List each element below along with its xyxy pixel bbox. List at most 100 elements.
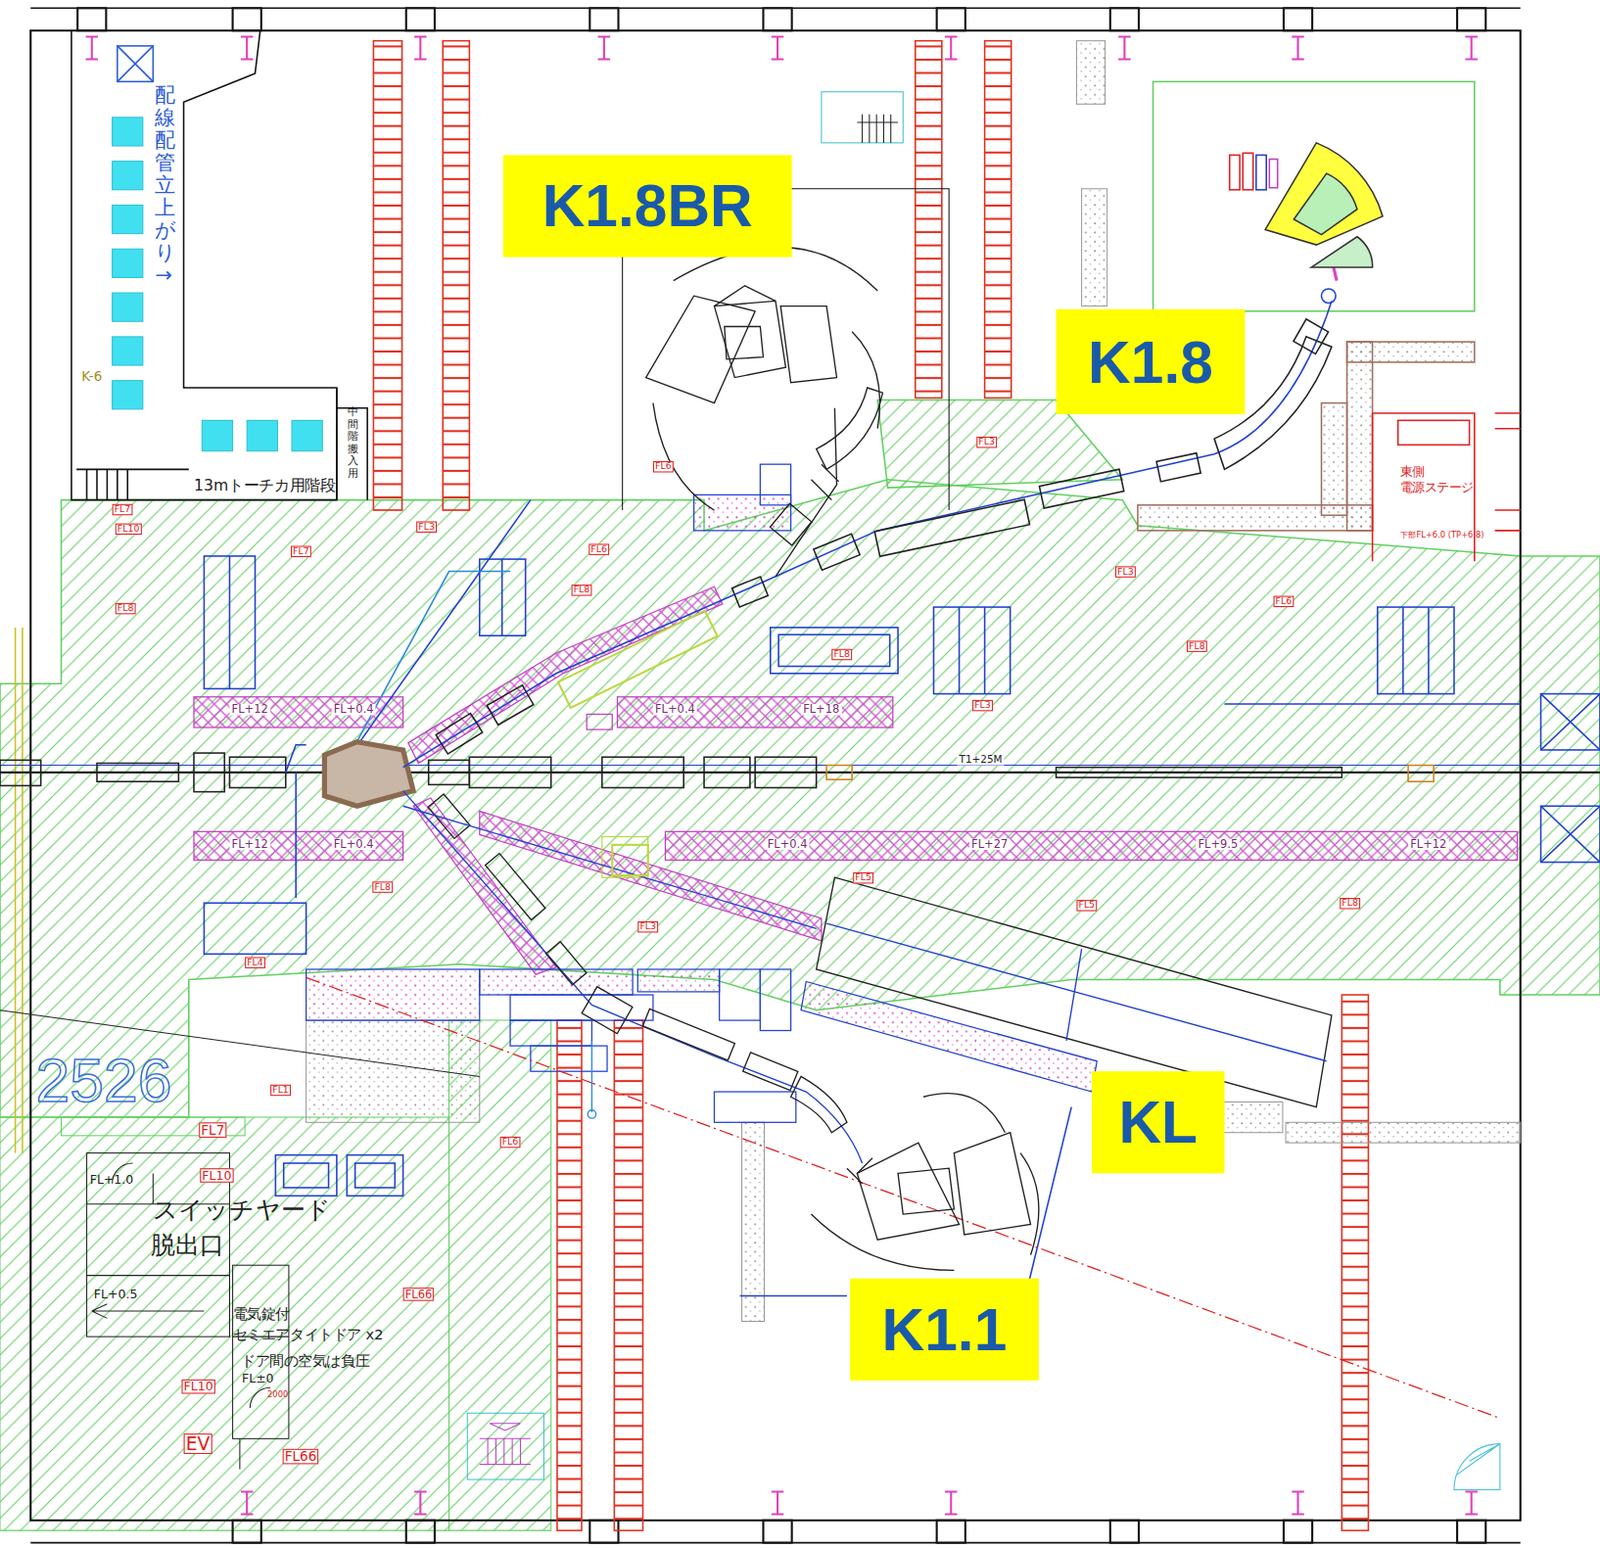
shield-block xyxy=(759,464,791,506)
shield-level: FL+27 xyxy=(969,839,1010,850)
shield-wall xyxy=(479,810,822,941)
blue-frame xyxy=(1403,607,1429,695)
floor-level-tag: FL3 xyxy=(972,700,993,711)
shield-wall xyxy=(408,586,723,763)
stair-symbol xyxy=(479,1423,531,1465)
room-outline xyxy=(71,30,337,500)
cable-shaft xyxy=(112,117,324,452)
k11-beamline xyxy=(581,987,633,1035)
kl-beamline xyxy=(403,805,817,929)
beamline xyxy=(1056,767,1343,778)
floor-level-tag: FL3 xyxy=(637,921,659,933)
shield-block xyxy=(530,1045,608,1072)
concrete-block xyxy=(1219,1101,1283,1132)
floor-level-tag: FL6 xyxy=(653,461,674,472)
floor-level-tag: FL8 xyxy=(1339,897,1361,909)
k18br-spectrometer xyxy=(713,300,786,377)
k18br-spectrometer xyxy=(769,503,811,546)
note-text: 電源ステージ xyxy=(1400,481,1474,496)
blue-frame xyxy=(15,556,1600,1297)
room-outline xyxy=(117,46,153,82)
shielding-hatch xyxy=(0,81,1600,1531)
shield-block xyxy=(759,969,791,1032)
k18-spectrometer xyxy=(1242,152,1253,190)
k11-beamline xyxy=(403,791,863,1164)
k18br-spectrometer xyxy=(851,331,880,429)
pillar-symbol xyxy=(86,37,1478,1515)
cable-shaft xyxy=(246,420,278,451)
survey-line xyxy=(306,977,1501,1418)
shield-block xyxy=(306,969,480,1021)
cable-shaft xyxy=(291,420,323,451)
kl-beamline xyxy=(403,805,1332,1107)
k11-spectrometer xyxy=(1020,1153,1039,1256)
beamline xyxy=(0,500,1600,898)
note-text: FL+0.5 xyxy=(94,1287,139,1302)
grid-number: 2526 xyxy=(35,1050,172,1113)
blue-frame xyxy=(275,1155,337,1197)
blue-frame xyxy=(959,607,986,695)
cable-shaft xyxy=(112,117,143,146)
stair-symbol xyxy=(233,1265,289,1439)
floor-level-tag: FL3 xyxy=(416,521,437,533)
room-outline xyxy=(117,46,153,82)
shield-level: FL+12 xyxy=(229,839,270,850)
stair-symbol xyxy=(1454,1444,1501,1491)
note-text: 下部FL+6.0 (TP+6.8) xyxy=(1400,530,1485,541)
building-wall xyxy=(762,7,792,31)
stair-symbol xyxy=(467,1412,544,1480)
beamline xyxy=(324,742,414,807)
power-stage xyxy=(1372,413,1521,562)
pillar-symbol xyxy=(771,37,785,60)
floor-level-tag: FL7 xyxy=(198,1122,227,1138)
floor-level-tag: FL6 xyxy=(1273,596,1295,608)
shield-block xyxy=(694,494,792,530)
k18-beamline xyxy=(1038,469,1124,509)
beamline xyxy=(229,756,285,788)
k18br-spectrometer xyxy=(713,285,776,307)
shield-level: FL+0.4 xyxy=(331,704,377,715)
building-wall xyxy=(937,7,966,31)
note-text: 電気錠付 xyxy=(233,1306,290,1323)
blue-frame xyxy=(770,627,898,674)
k18-beamline xyxy=(403,300,1332,767)
cable-shaft xyxy=(201,420,233,451)
shield-level: FL+0.4 xyxy=(653,704,698,715)
k11-spectrometer xyxy=(810,1214,954,1271)
blue-frame xyxy=(1377,607,1455,695)
k18br-spectrometer xyxy=(724,326,764,359)
k11-spectrometer xyxy=(810,1093,1038,1271)
floor-level-tag: FL10 xyxy=(115,523,142,535)
k18-beamline xyxy=(874,499,1030,557)
building-wall xyxy=(30,7,1520,1543)
k11-beamline xyxy=(642,1008,735,1061)
building-wall xyxy=(1110,7,1139,31)
floor-level-tag: FL10 xyxy=(181,1379,215,1395)
blue-frame xyxy=(283,1163,330,1188)
shield-level: FL+18 xyxy=(800,704,842,715)
beamline xyxy=(96,762,179,782)
note-text: K-6 xyxy=(81,369,102,385)
building-wall xyxy=(233,1520,262,1544)
shield-block xyxy=(719,969,761,1021)
floor-level-tag: FL6 xyxy=(588,543,610,555)
k18-spectrometer xyxy=(1269,159,1277,189)
beamline-name-box: K1.8BR xyxy=(503,154,793,257)
stair-symbol xyxy=(856,114,898,143)
brown-wall xyxy=(1321,403,1348,517)
pillar-symbol xyxy=(414,37,427,60)
note-text: 2000 xyxy=(267,1389,288,1400)
k18-beamline xyxy=(435,712,482,754)
cable-shaft xyxy=(112,292,143,322)
k18-beamline xyxy=(403,255,1338,768)
floor-level-tag: FL4 xyxy=(244,956,266,968)
building-wall xyxy=(762,1520,792,1544)
k18br-spectrometer xyxy=(653,403,715,511)
k11-beamline xyxy=(591,1040,593,1113)
shield-block xyxy=(510,1020,592,1046)
crane-rail xyxy=(373,41,1368,1531)
building-wall xyxy=(589,7,618,31)
pillar-symbol xyxy=(1118,37,1131,60)
beamline xyxy=(1408,765,1434,783)
